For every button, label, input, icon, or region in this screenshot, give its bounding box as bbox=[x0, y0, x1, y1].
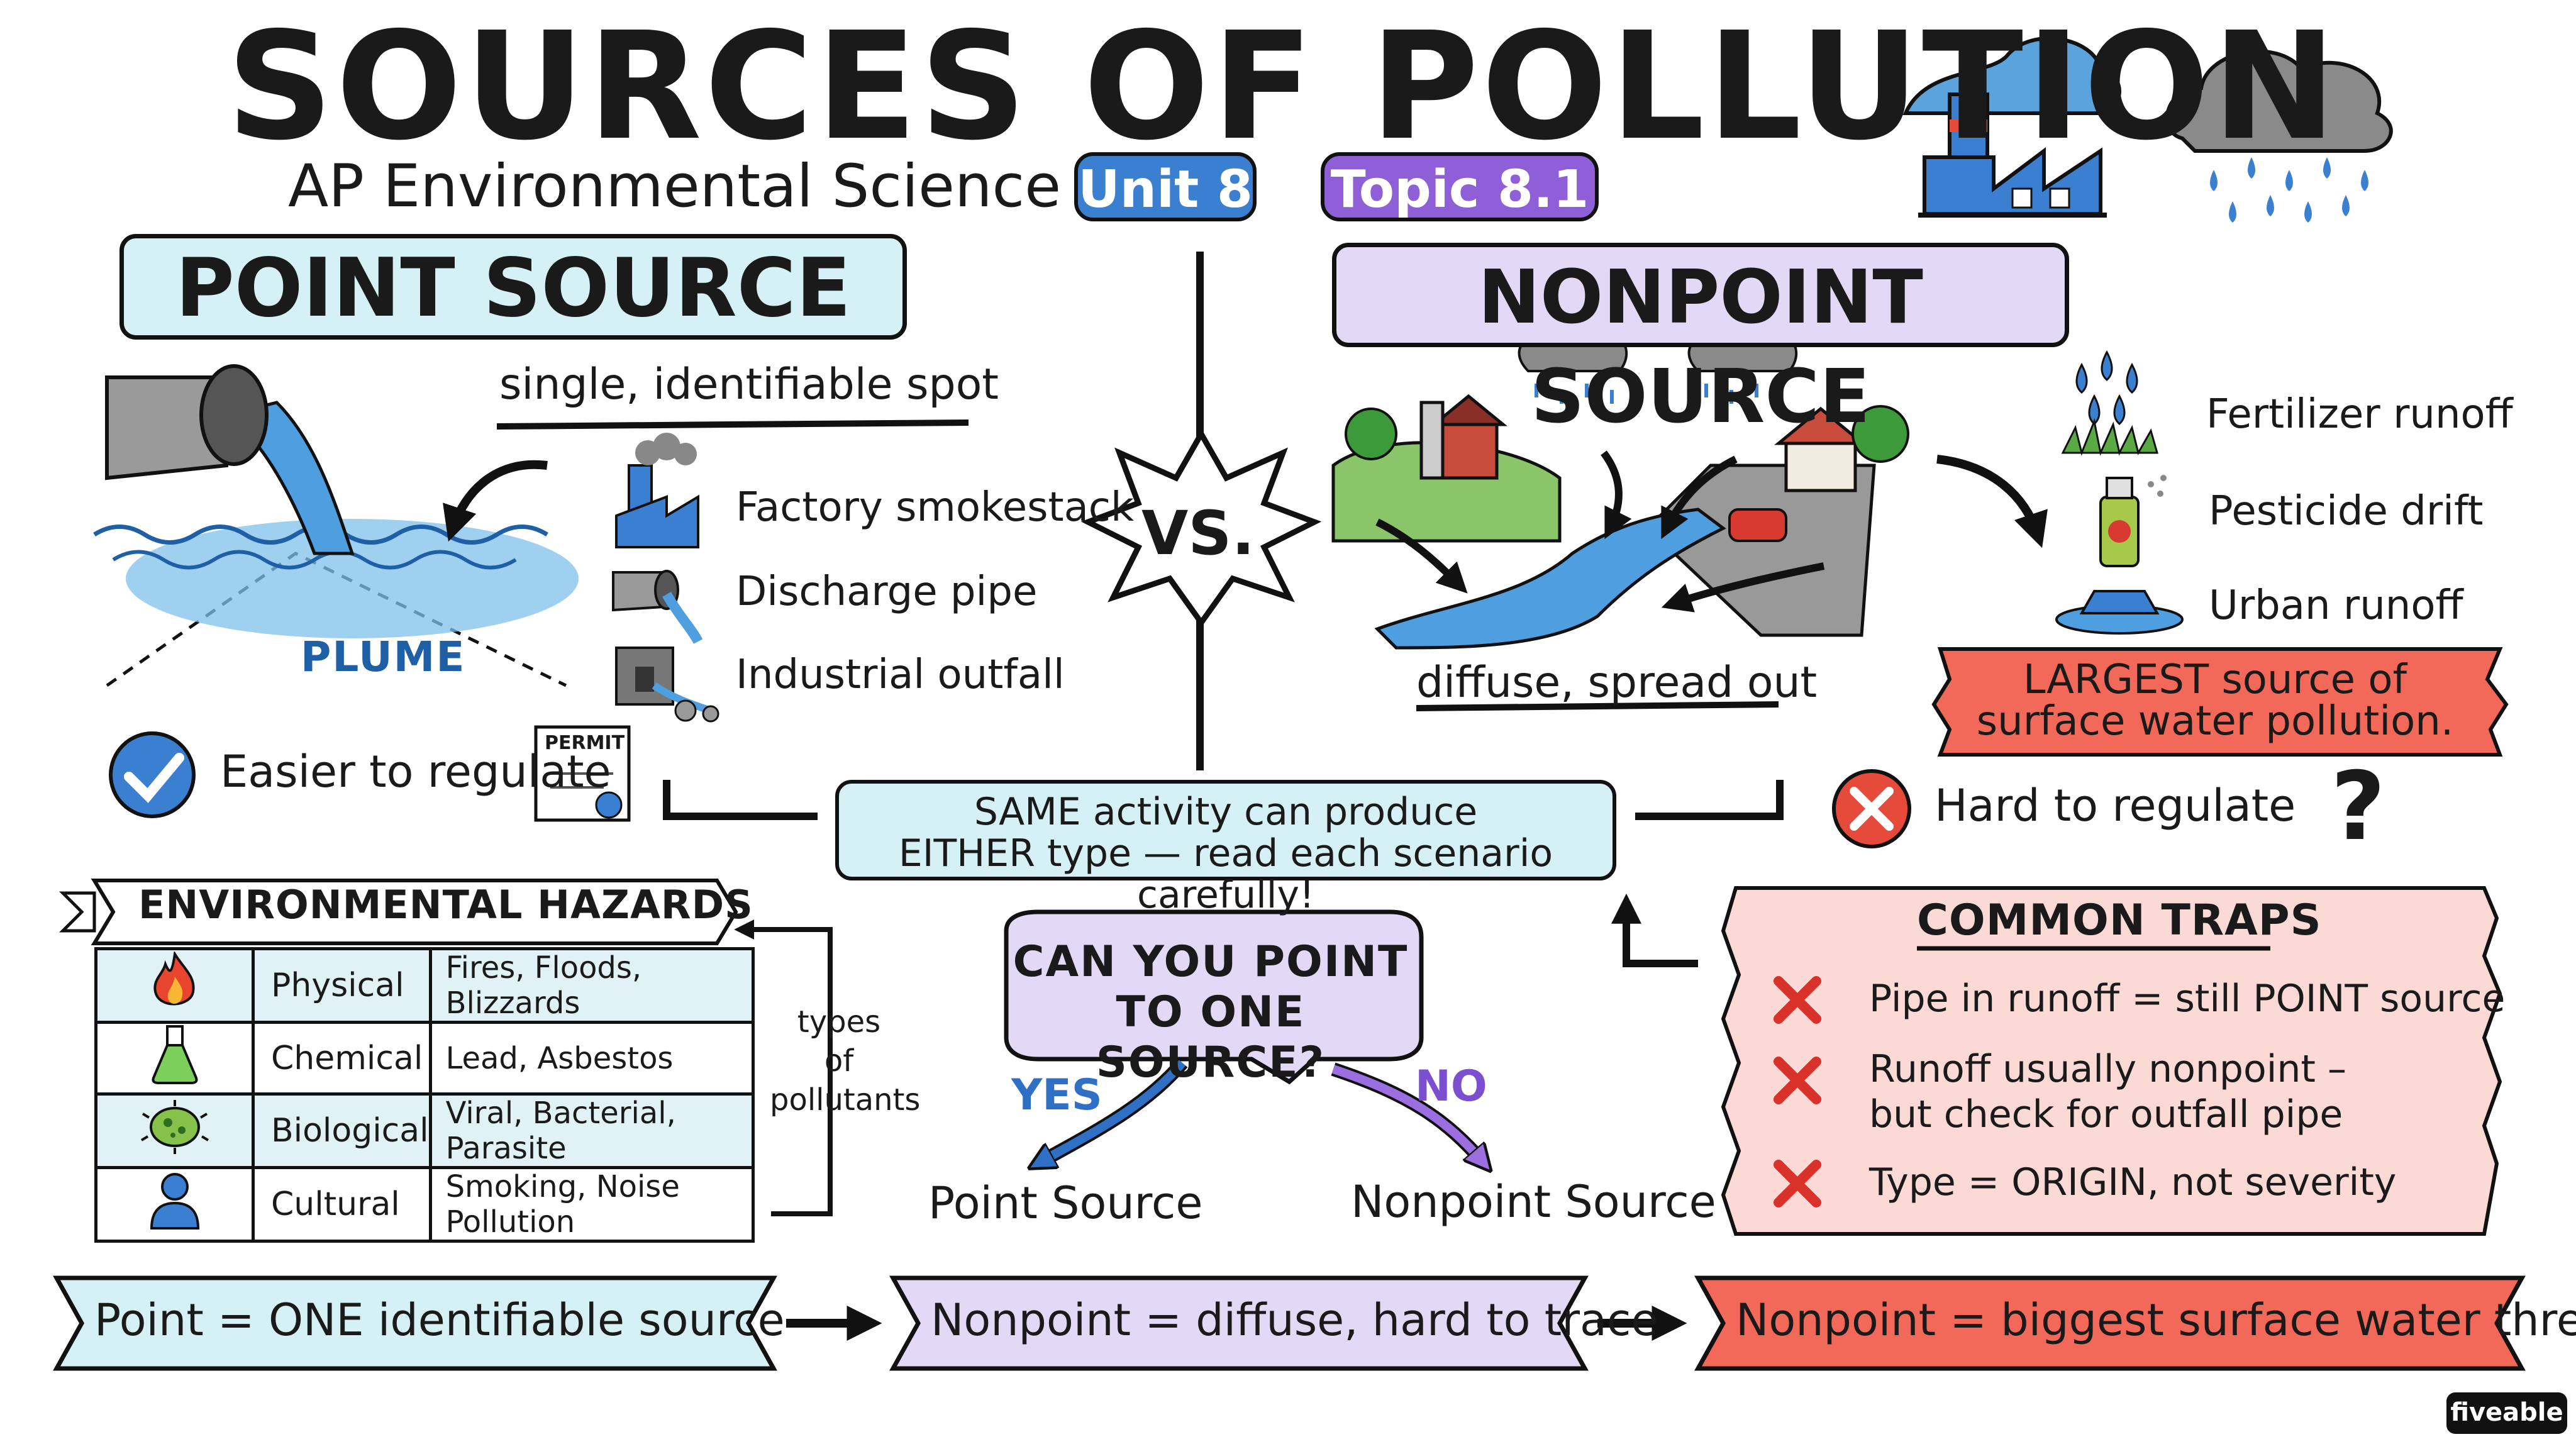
same-line-2: EITHER type — read each scenario careful… bbox=[898, 831, 1553, 917]
hard-to-regulate: Hard to regulate bbox=[1935, 780, 2296, 831]
common-traps-box bbox=[1721, 886, 2502, 1236]
question-mark: ? bbox=[2331, 752, 2386, 862]
nonpoint-example-3: Urban runoff bbox=[2209, 582, 2463, 629]
trap-x-icon bbox=[1774, 976, 1821, 1208]
hazard-category: Cultural bbox=[252, 1166, 432, 1243]
point-example-3: Industrial outfall bbox=[736, 652, 1065, 698]
hazards-title: ENVIRONMENTAL HAZARDS bbox=[138, 882, 753, 928]
trap-item-2-line-1: Runoff usually nonpoint – bbox=[1869, 1047, 2347, 1091]
unit-badge: Unit 8 bbox=[1074, 152, 1257, 221]
nonpoint-source-heading: NONPOINT SOURCE bbox=[1332, 243, 2069, 440]
rain-cloud-icon bbox=[2165, 49, 2393, 223]
pesticide-spray-icon bbox=[2099, 475, 2167, 567]
permit-document-icon bbox=[534, 725, 631, 822]
vs-starburst bbox=[1080, 428, 1322, 628]
hazard-examples: Fires, Floods, Blizzards bbox=[428, 947, 755, 1024]
person-icon bbox=[94, 1166, 255, 1243]
yes-label: YES bbox=[1011, 1070, 1102, 1120]
discharge-pipe-icon bbox=[612, 570, 703, 644]
hazard-category: Chemical bbox=[252, 1021, 432, 1096]
topic-badge: Topic 8.1 bbox=[1321, 152, 1599, 221]
same-line-1: SAME activity can produce bbox=[974, 790, 1478, 834]
nonpoint-definition: diffuse, spread out bbox=[1416, 658, 1818, 708]
common-traps-title: COMMON TRAPS bbox=[1917, 896, 2322, 945]
permit-label: PERMIT bbox=[545, 732, 625, 754]
industrial-outfall-icon bbox=[615, 647, 719, 723]
question-line-1: CAN YOU POINT bbox=[1013, 937, 1409, 987]
same-activity-box: SAME activity can produce EITHER type — … bbox=[835, 780, 1616, 916]
table-row: Physical Fires, Floods, Blizzards bbox=[94, 947, 755, 1024]
table-row: Biological Viral, Bacterial, Parasite bbox=[94, 1092, 755, 1169]
banner-nonpoint bbox=[889, 1275, 1589, 1371]
largest-line-1: LARGEST source of bbox=[2023, 657, 2407, 703]
x-circle-icon bbox=[1832, 769, 1911, 848]
largest-source-ribbon bbox=[1931, 647, 2509, 757]
hazard-category: Physical bbox=[252, 947, 432, 1024]
point-arrow bbox=[443, 460, 548, 542]
urban-runoff-icon bbox=[2055, 590, 2184, 635]
question-bubble bbox=[1004, 909, 1424, 1085]
hazard-category: Biological bbox=[252, 1092, 432, 1169]
check-circle-icon bbox=[109, 731, 196, 818]
nonpoint-example-2: Pesticide drift bbox=[2209, 488, 2484, 535]
types-line-2: of bbox=[824, 1043, 854, 1079]
nonpoint-example-1: Fertilizer runoff bbox=[2206, 391, 2513, 438]
largest-line-2: surface water pollution. bbox=[1976, 698, 2454, 745]
banner-threat bbox=[1694, 1275, 2526, 1371]
point-example-1: Factory smokestack bbox=[736, 484, 1135, 531]
hazards-table: Physical Fires, Floods, Blizzards Chemic… bbox=[94, 947, 755, 1243]
hazards-ribbon bbox=[91, 879, 738, 945]
page-subtitle: AP Environmental Science bbox=[288, 152, 1062, 221]
discharge-pipe-illustration bbox=[93, 364, 579, 687]
fire-icon bbox=[94, 947, 255, 1024]
point-example-2: Discharge pipe bbox=[736, 569, 1038, 615]
yes-outcome: Point Source bbox=[928, 1177, 1203, 1229]
page-title: SOURCES OF POLLUTION bbox=[226, 0, 2339, 173]
decision-question: CAN YOU POINT TO ONE SOURCE? bbox=[994, 918, 1428, 1087]
factory-smokestack-icon bbox=[615, 433, 699, 548]
fertilizer-runoff-icon bbox=[2061, 350, 2158, 456]
fiveable-logo: fiveable bbox=[2446, 1392, 2567, 1434]
trap-item-1: Pipe in runoff = still POINT source bbox=[1869, 977, 2506, 1021]
point-source-heading: POINT SOURCE bbox=[119, 234, 907, 340]
banner-nonpoint-text: Nonpoint = diffuse, hard to trace bbox=[931, 1294, 1658, 1346]
trap-item-2-line-2: but check for outfall pipe bbox=[1869, 1092, 2343, 1136]
question-line-2: TO ONE SOURCE? bbox=[1096, 987, 1326, 1087]
no-label: NO bbox=[1415, 1062, 1487, 1111]
largest-source-callout: LARGEST source of surface water pollutio… bbox=[1932, 648, 2498, 755]
banner-point bbox=[53, 1275, 777, 1371]
easier-to-regulate: Easier to regulate bbox=[220, 746, 611, 797]
plume-label: PLUME bbox=[301, 633, 466, 681]
trap-item-2: Runoff usually nonpoint – but check for … bbox=[1869, 1046, 2346, 1137]
table-row: Chemical Lead, Asbestos bbox=[94, 1021, 755, 1096]
factory-icon bbox=[1902, 36, 2121, 218]
types-of-pollutants-note: types of pollutants bbox=[770, 1002, 921, 1119]
vs-label: VS. bbox=[1141, 498, 1255, 569]
hazard-examples: Smoking, Noise Pollution bbox=[428, 1166, 755, 1243]
table-row: Cultural Smoking, Noise Pollution bbox=[94, 1166, 755, 1243]
types-line-3: pollutants bbox=[770, 1082, 921, 1118]
banner-threat-text: Nonpoint = biggest surface water threat bbox=[1736, 1294, 2576, 1346]
trap-item-3: Type = ORIGIN, not severity bbox=[1869, 1160, 2397, 1204]
banner-point-text: Point = ONE identifiable source bbox=[94, 1294, 785, 1346]
point-definition: single, identifiable spot bbox=[499, 360, 999, 409]
microbe-icon bbox=[94, 1092, 255, 1169]
hazard-examples: Lead, Asbestos bbox=[428, 1021, 755, 1096]
no-outcome: Nonpoint Source bbox=[1351, 1176, 1716, 1228]
flask-icon bbox=[94, 1021, 255, 1096]
types-line-1: types bbox=[797, 1004, 881, 1040]
hazard-examples: Viral, Bacterial, Parasite bbox=[428, 1092, 755, 1169]
